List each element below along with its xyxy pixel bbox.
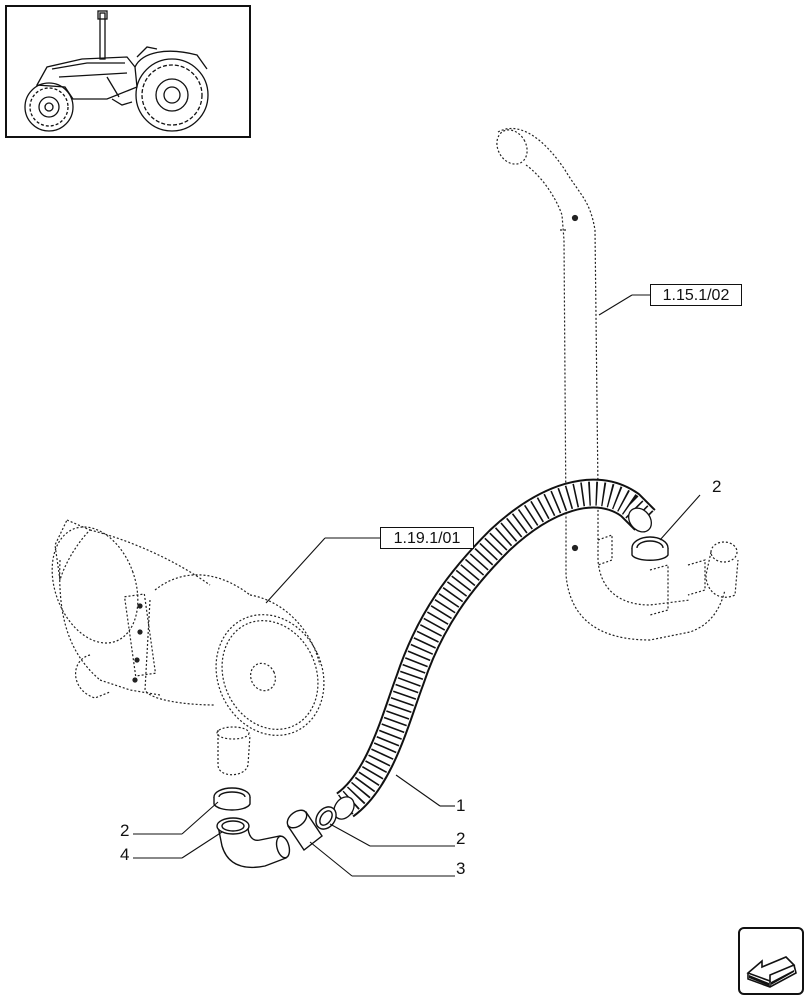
intake-pipe — [496, 127, 739, 641]
reference-air-filter[interactable]: 1.19.1/01 — [380, 527, 474, 549]
navigation-button[interactable] — [738, 927, 804, 995]
sleeve — [286, 809, 323, 852]
tractor-icon — [24, 10, 209, 132]
rubber-elbow — [216, 817, 291, 869]
air-filter — [51, 519, 325, 776]
callout-elbow: 4 — [120, 845, 130, 864]
clamp-upper — [631, 536, 669, 561]
callout-hose: 1 — [456, 796, 466, 815]
leader-lines — [133, 294, 701, 877]
arrow-return-icon — [746, 956, 797, 988]
tractor-thumbnail — [5, 5, 251, 138]
callout-middle-clamp: 2 — [456, 829, 466, 848]
corrugated-hose — [333, 478, 656, 820]
callout-sleeve: 3 — [456, 859, 466, 878]
clamp-lower — [213, 787, 251, 811]
callout-upper-clamp: 2 — [712, 477, 722, 496]
clamp-middle — [315, 806, 337, 830]
callout-lower-clamp: 2 — [120, 821, 130, 840]
reference-intake-pipe[interactable]: 1.15.1/02 — [650, 284, 742, 306]
